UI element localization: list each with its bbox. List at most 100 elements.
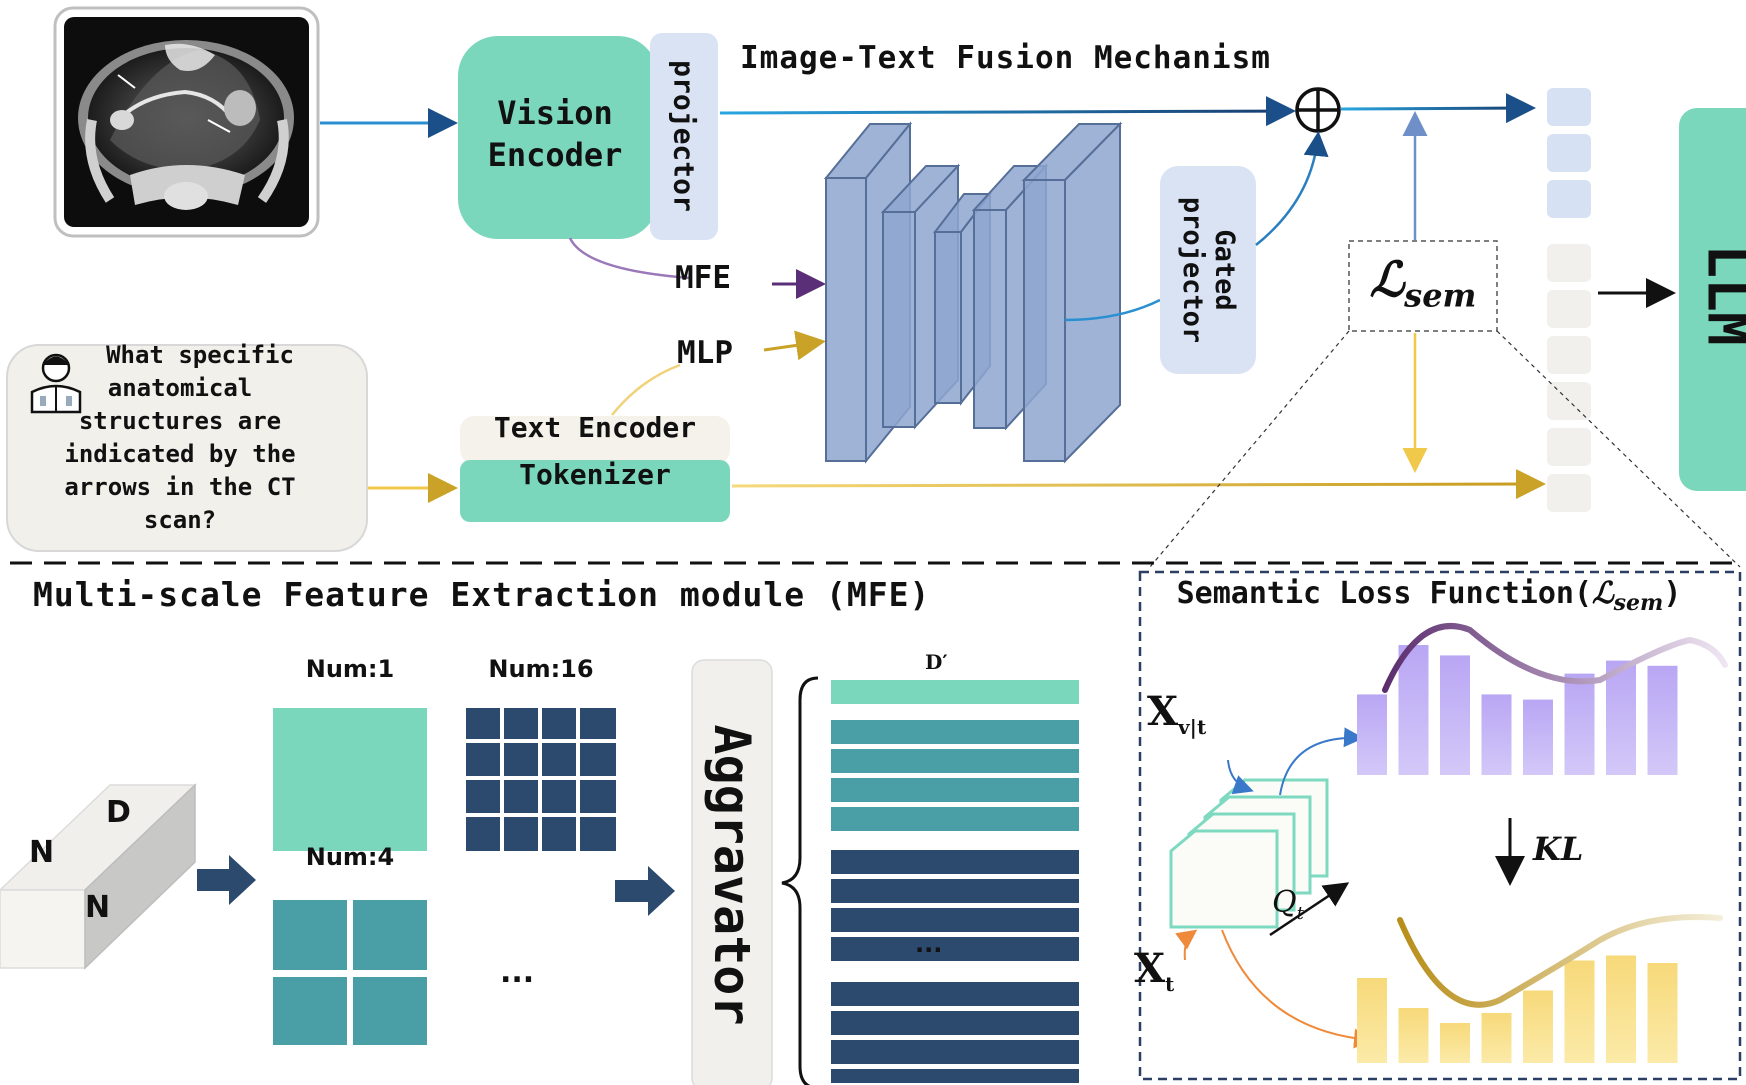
top-bar-1: [1357, 694, 1387, 775]
top-distribution-bars: [1357, 645, 1678, 775]
cube-to-grids-arrow: [197, 855, 256, 905]
top-bar-4: [1481, 694, 1512, 775]
mfe-title: Multi-scale Feature Extraction module (M…: [33, 575, 931, 614]
q-t-main: Q: [1272, 885, 1297, 920]
loss-subscript: sem: [1404, 276, 1477, 315]
kl-label: KL: [1533, 830, 1584, 868]
semantic-title-script: ℒ: [1592, 576, 1614, 611]
tokenizer-box: [460, 460, 730, 522]
num4-label: Num:4: [305, 843, 395, 871]
projector-label: projector: [667, 60, 701, 212]
llm-label: LLM: [1694, 244, 1746, 346]
top-bar-6: [1564, 673, 1595, 775]
x-t-main: X: [1134, 945, 1166, 992]
cnn-to-gated-curve: [1064, 298, 1161, 322]
aggregator-brace: [781, 676, 819, 1085]
mfe-label: MFE: [675, 260, 731, 296]
maps-to-top-bars-arrow: [1279, 727, 1364, 796]
tokenizer-label: Tokenizer: [519, 458, 671, 491]
gated-projector-box: [1160, 166, 1256, 374]
bottom-bar-8: [1647, 963, 1678, 1063]
maps-to-bottom-bars-arrow: [1221, 929, 1374, 1049]
text-encoder-label: Text Encoder: [493, 411, 697, 444]
vision-encoder-box: [458, 36, 658, 239]
vision-encoder-label: Vision Encoder: [487, 94, 623, 174]
text-encoder-box: [460, 416, 730, 464]
question-bubble: [6, 344, 368, 552]
aggregator-box: [691, 659, 773, 1085]
loss-script: ℒ: [1369, 252, 1405, 308]
mlp-to-cnn-arrow: [763, 330, 826, 361]
q-t-sub: t: [1296, 903, 1304, 924]
stack-ellipsis: ...: [915, 930, 943, 958]
cnn-feature-blocks: [823, 121, 1123, 464]
fusion-title: Image-Text Fusion Mechanism: [740, 40, 1271, 76]
xvt-to-maps-arrow: [1227, 759, 1254, 795]
semantic-loss-title: Semantic Loss Function(ℒsem): [1128, 576, 1730, 616]
x-vt-sub: v|t: [1178, 715, 1207, 739]
llm-box: [1679, 108, 1746, 491]
semantic-title-sub: sem: [1613, 590, 1664, 616]
tokenizer-to-tokens-arrow: [731, 469, 1546, 500]
bottom-bar-4: [1481, 1013, 1512, 1063]
fusion-plus-icon: [1295, 87, 1341, 133]
cube-label-n-left: N: [29, 835, 55, 870]
stack-num16-rows-b: [831, 982, 1079, 1083]
grid-num16: [466, 708, 616, 851]
mlp-label: MLP: [677, 335, 733, 371]
fusion-to-tokens-arrow: [1340, 93, 1536, 124]
grid-ellipsis: ...: [500, 955, 535, 990]
top-bar-3: [1440, 655, 1470, 775]
top-bar-7: [1606, 660, 1636, 775]
aggregator-label: Aggravator: [703, 724, 761, 1026]
num16-label: Num:16: [488, 655, 594, 683]
cube-label-d: D: [106, 795, 131, 830]
doctor-icon: [30, 353, 82, 414]
x-t-label: Xt: [1134, 945, 1174, 996]
cube-label-n-bottom: N: [85, 890, 111, 925]
zoom-line-right: [1496, 330, 1741, 568]
bottom-bar-1: [1357, 978, 1387, 1063]
bottom-bar-2: [1398, 1008, 1429, 1063]
projector-box: [650, 33, 718, 240]
grid-num1: [273, 708, 427, 851]
input-cube: [0, 783, 197, 970]
grid-num4: [273, 900, 427, 1045]
grids-to-aggregator-arrow: [615, 866, 675, 916]
zoom-line-left: [1149, 330, 1350, 568]
bottom-bar-3: [1440, 1023, 1470, 1063]
ct-image: [53, 6, 320, 238]
semantic-loss-frame: [1138, 570, 1742, 1081]
bottom-bar-5: [1523, 990, 1553, 1063]
bottom-bar-6: [1564, 960, 1595, 1063]
qt-axis-arrow: [1269, 882, 1350, 937]
gated-to-fusion-curve: [1255, 131, 1329, 246]
top-bar-2: [1398, 645, 1429, 775]
question-text: What specific anatomical structures are …: [64, 341, 296, 534]
loss-symbol: ℒsem: [1336, 252, 1510, 315]
num1-label: Num:1: [305, 655, 395, 683]
feature-map-stack: [1169, 778, 1329, 929]
stack-num4-rows: [831, 720, 1079, 831]
xt-to-maps-arrow: [1175, 929, 1198, 961]
top-bar-8: [1647, 665, 1678, 775]
loss-box: [1348, 240, 1498, 332]
top-bar-5: [1523, 699, 1553, 775]
semantic-title-prefix: Semantic Loss Function(: [1176, 576, 1593, 611]
q-t-label: Qt: [1272, 885, 1304, 924]
x-vt-label: Xv|t: [1147, 688, 1206, 739]
gated-projector-label: Gated projector: [1177, 196, 1240, 344]
d-prime-label: D′: [925, 650, 948, 674]
text-to-mlp-curve: [611, 363, 681, 416]
x-t-sub: t: [1165, 972, 1175, 996]
vision-to-fusion-arrow: [719, 96, 1296, 127]
stack-num1-row: [831, 680, 1079, 704]
token-column: [1547, 88, 1591, 512]
bottom-distribution-curve: [1397, 913, 1723, 1008]
top-distribution-curve: [1382, 623, 1728, 693]
semantic-title-suffix: ): [1663, 576, 1682, 611]
bottom-distribution-bars: [1357, 955, 1678, 1063]
stack-num16-rows-a: [831, 850, 1079, 961]
bottom-bar-7: [1606, 955, 1636, 1063]
